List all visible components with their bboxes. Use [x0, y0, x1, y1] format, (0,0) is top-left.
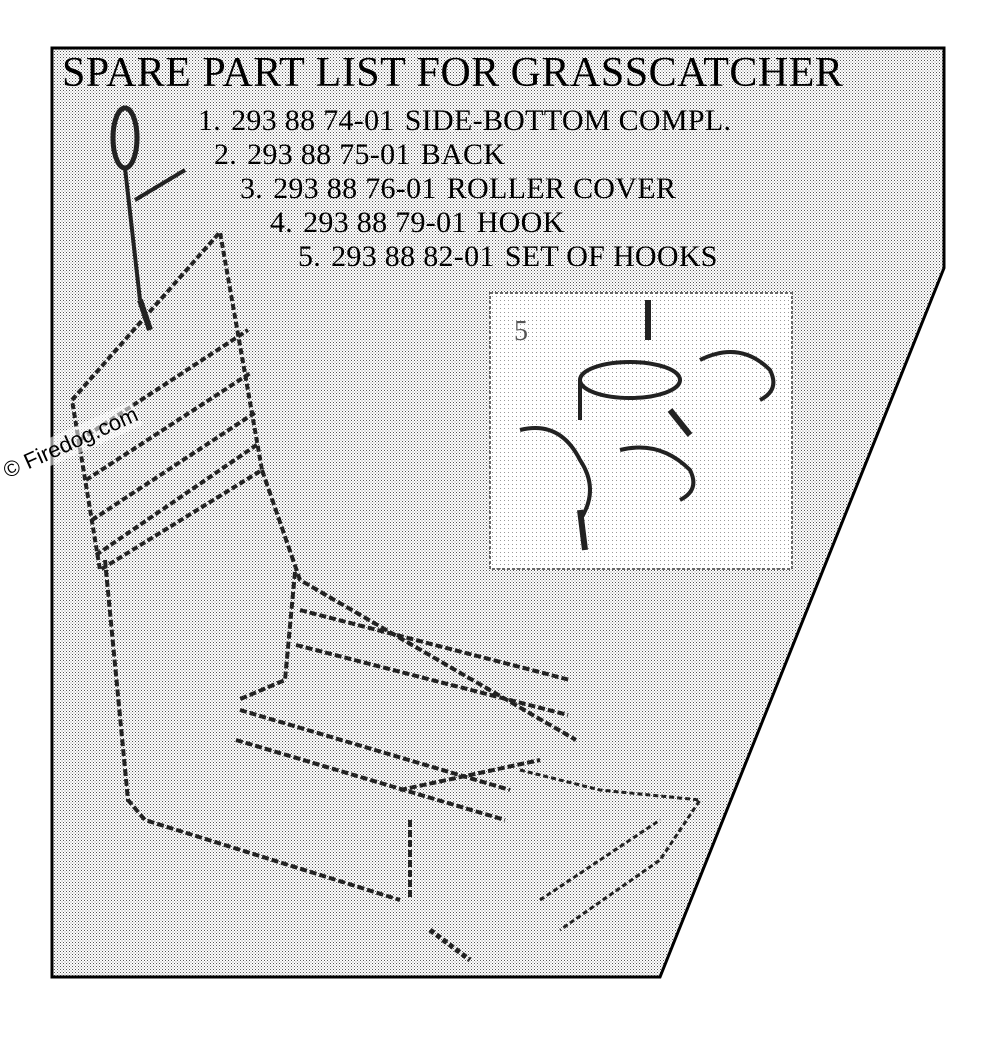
part-list-item: 3. 293 88 76-01 ROLLER COVER — [240, 174, 676, 204]
part-name: HOOK — [476, 206, 565, 239]
part-list-item: 2. 293 88 75-01 BACK — [214, 140, 505, 170]
part-number: 293 88 74-01 — [231, 104, 395, 137]
hooks-set-part-5 — [519, 300, 776, 551]
part-name: SIDE-BOTTOM COMPL. — [404, 104, 732, 137]
part-list-item: 5. 293 88 82-01 SET OF HOOKS — [298, 242, 718, 272]
side-bottom-part-1 — [103, 469, 578, 902]
part-item-number: 3. — [240, 172, 264, 205]
hook-part-4 — [110, 105, 187, 331]
part-name: SET OF HOOKS — [504, 240, 718, 273]
part-number: 293 88 75-01 — [247, 138, 411, 171]
part-item-number: 2. — [214, 138, 238, 171]
inset-label: 5 — [514, 316, 529, 347]
part-list-item: 4. 293 88 79-01 HOOK — [270, 208, 565, 238]
part-name: ROLLER COVER — [446, 172, 677, 205]
part-list-item: 1. 293 88 74-01 SIDE-BOTTOM COMPL. — [198, 106, 731, 136]
part-item-number: 4. — [270, 206, 294, 239]
part-item-number: 5. — [298, 240, 322, 273]
hooks-inset-box — [489, 292, 793, 570]
roller-cover-part-3 — [428, 768, 703, 962]
page-title: SPARE PART LIST FOR GRASSCATCHER — [62, 50, 844, 96]
part-number: 293 88 82-01 — [331, 240, 495, 273]
part-item-number: 1. — [198, 104, 222, 137]
part-number: 293 88 76-01 — [273, 172, 437, 205]
back-panel-part-2 — [70, 227, 265, 574]
part-number: 293 88 79-01 — [303, 206, 467, 239]
part-name: BACK — [420, 138, 506, 171]
